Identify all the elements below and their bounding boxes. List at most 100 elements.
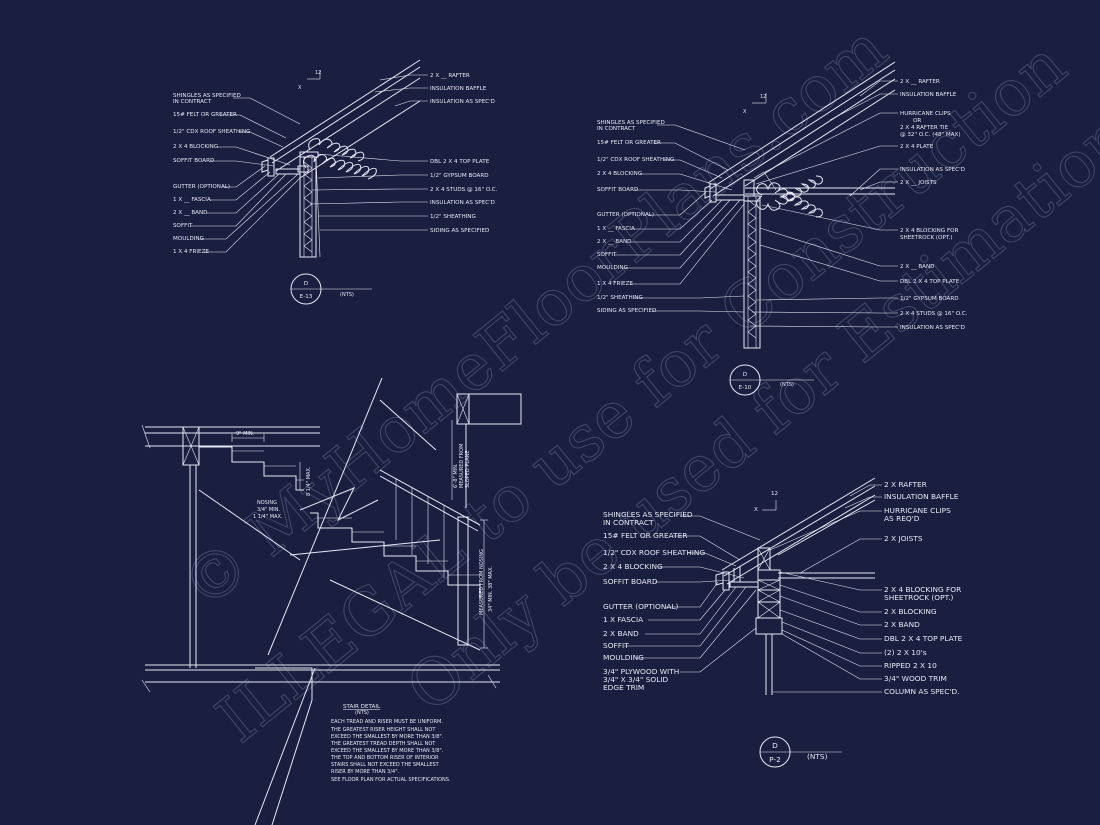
label-e10-l3: 1/2" CDX ROOF SHEATHING <box>597 157 674 163</box>
label-e13-r0: 2 X __ RAFTER <box>430 73 470 79</box>
label-p2-r13: COLUMN AS SPEC'D. <box>884 687 960 696</box>
headroom-line-1: 6'-8" MIN. <box>453 463 459 488</box>
scale-e10: (NTS) <box>780 382 794 388</box>
section-break <box>299 487 379 522</box>
dim-riser: 8 1/4" MAX. <box>306 466 312 496</box>
label-e13-l3: 1/2" CDX ROOF SHEATHING <box>173 129 250 135</box>
label-p2-r12: 3/4" WOOD TRIM <box>884 674 947 683</box>
label-e13-r7: 1/2" SHEATHING <box>430 214 476 220</box>
label-e13-r5: 2 X 4 STUDS @ 16" O.C. <box>430 187 498 193</box>
stair-note-8: SEE FLOOR PLAN FOR ACTUAL SPECIFICATIONS… <box>331 777 451 783</box>
label-p2-l1: IN CONTRACT <box>603 518 654 527</box>
leaders-e10-left <box>614 124 746 313</box>
label-p2-r1: INSULATION BAFFLE <box>884 492 959 501</box>
label-p2-r11: RIPPED 2 X 10 <box>884 661 937 670</box>
label-p2-r9: DBL 2 X 4 TOP PLATE <box>884 634 963 643</box>
stair-note-6: STAIRS SHALL NOT EXCEED THE SMALLEST <box>331 762 440 768</box>
label-p2-l2: 15# FELT OR GREATER <box>603 531 687 540</box>
stair-title: STAIR DETAIL <box>343 704 381 710</box>
label-p2-l6: GUTTER (OPTIONAL) <box>603 602 679 611</box>
label-p2-r8: 2 X BAND <box>884 620 920 629</box>
label-e10-r4: 2 X 4 RAFTER TIE <box>900 125 949 131</box>
label-e10-l4: 2 X 4 BLOCKING <box>597 171 642 177</box>
label-e13-l4: 2 X 4 BLOCKING <box>173 144 218 150</box>
label-p2-l11: 3/4" PLYWOOD WITH <box>603 667 679 676</box>
label-p2-l9: SOFFIT <box>603 641 629 650</box>
label-p2-r4: 2 X JOISTS <box>884 534 923 543</box>
label-e10-l6: GUTTER (OPTIONAL) <box>597 212 654 218</box>
label-e10-l2: 15# FELT OR GREATER <box>597 140 661 146</box>
dim-tread: 9" MIN. <box>236 431 255 437</box>
label-e13-r1: INSULATION BAFFLE <box>430 86 487 92</box>
label-e10-r1: INSULATION BAFFLE <box>900 92 957 98</box>
label-p2-l12: 3/4" X 3/4" SOLID <box>603 675 669 684</box>
leaders-p2-left <box>624 515 761 673</box>
stair-note-1: THE GREATEST RISER HEIGHT SHALL NOT <box>330 727 436 733</box>
label-e10-r14: 2 X 4 STUDS @ 16" O.C. <box>900 311 968 317</box>
label-e10-r13: 1/2" GYPSUM BOARD <box>900 296 959 302</box>
label-e10-r12: DBL 2 X 4 TOP PLATE <box>900 279 960 285</box>
eave-detail-e13: X 12 SHINGLES AS SPECIFIED IN CONTRACT 1… <box>173 59 498 305</box>
label-p2-l3: 1/2" CDX ROOF SHEATHING <box>603 548 705 557</box>
label-e10-l7: 1 X __ FASCIA <box>597 226 635 232</box>
pitch-rise-e13: 12 <box>315 70 321 76</box>
pitch-run-p2: X <box>754 507 758 513</box>
label-e10-r15: INSULATION AS SPEC'D <box>900 325 965 331</box>
label-e10-r2: HURRICANE CLIPS <box>900 111 951 117</box>
label-e10-r10: SHEETROCK (OPT.) <box>900 235 953 241</box>
label-e10-l9: SOFFIT <box>597 252 617 258</box>
label-p2-l4: 2 X 4 BLOCKING <box>603 562 663 571</box>
label-e13-l6: GUTTER (OPTIONAL) <box>173 184 230 190</box>
stair-note-4: EXCEED THE SMALLEST BY MORE THAN 3/8". <box>331 748 444 754</box>
pitch-run-e10: X <box>743 109 747 115</box>
bubble-sheet-p2: P-2 <box>769 755 781 764</box>
label-e10-r7: INSULATION AS SPEC'D <box>900 167 965 173</box>
label-p2-r0: 2 X RAFTER <box>884 480 927 489</box>
pitch-rise-e10: 12 <box>760 94 766 100</box>
label-e10-r8: 2 X __ JOISTS <box>900 180 937 186</box>
stair-note-5: THE TOP AND BOTTOM RISER OF INTERIOR <box>330 755 439 761</box>
label-e13-r2: INSULATION AS SPEC'D <box>430 99 495 105</box>
label-e13-l11: 1 X 4 FRIEZE <box>173 249 209 255</box>
label-e10-r11: 2 X __ BAND <box>900 264 934 270</box>
label-p2-l0: SHINGLES AS SPECIFIED <box>603 510 693 519</box>
label-e10-r3: OR <box>913 118 921 124</box>
label-e10-l1: IN CONTRACT <box>597 126 636 132</box>
eave-detail-e10: X 12 SHINGLES AS SPECIFIED IN CONTRACT 1… <box>597 61 968 396</box>
label-e10-l13: SIDING AS SPECIFIED <box>597 308 656 314</box>
label-e10-l5: SOFFIT BOARD <box>597 187 638 193</box>
label-e13-r4: 1/2" GYPSUM BOARD <box>430 173 489 179</box>
label-e10-l12: 1/2" SHEATHING <box>597 295 643 301</box>
label-e13-l0: SHINGLES AS SPECIFIED <box>173 93 241 99</box>
label-e13-l2: 15# FELT OR GREATER <box>173 112 237 118</box>
eave-detail-p2: X 12 SHINGLES AS SPECIFIED IN CONTRACT 1… <box>603 477 963 768</box>
leaders-e13-right <box>309 74 428 231</box>
label-e13-r6: INSULATION AS SPEC'D <box>430 200 495 206</box>
nosing-line-3: 1 1/4" MAX. <box>253 514 283 520</box>
stair-treads <box>199 446 481 600</box>
label-p2-r10: (2) 2 X 10's <box>884 648 927 657</box>
leaders-e10-right <box>749 80 898 328</box>
stair-note-3: THE GREATEST TREAD DEPTH SHALL NOT <box>330 741 436 747</box>
stair-note-0: EACH TREAD AND RISER MUST BE UNIFORM. <box>331 719 443 725</box>
stair-notes: EACH TREAD AND RISER MUST BE UNIFORM. TH… <box>330 719 451 783</box>
label-e10-l0: SHINGLES AS SPECIFIED <box>597 120 665 126</box>
label-p2-r6: SHEETROCK (OPT.) <box>884 593 954 602</box>
label-p2-l8: 2 X BAND <box>603 629 639 638</box>
label-e10-r0: 2 X __ RAFTER <box>900 79 940 85</box>
bubble-letter-e13: D <box>304 281 308 287</box>
rail-dim-2: 34" MIN. 38" MAX. <box>488 566 494 612</box>
label-p2-r3: AS REQ'D <box>884 514 920 523</box>
rail-dim-1: MEASURED FROM NOSING <box>479 549 485 615</box>
nosing-line-1: NOSING <box>257 500 277 506</box>
label-p2-r7: 2 X BLOCKING <box>884 607 937 616</box>
label-p2-l7: 1 X FASCIA <box>603 615 643 624</box>
label-e10-l11: 1 X 4 FRIEZE <box>597 281 633 287</box>
pitch-run-e13: X <box>298 85 302 91</box>
label-e13-l9: SOFFIT <box>173 223 193 229</box>
label-e13-l10: MOULDING <box>173 236 204 242</box>
headroom-line-2: MEASURED FROM <box>459 444 465 488</box>
leaders-p2-right <box>769 484 882 693</box>
